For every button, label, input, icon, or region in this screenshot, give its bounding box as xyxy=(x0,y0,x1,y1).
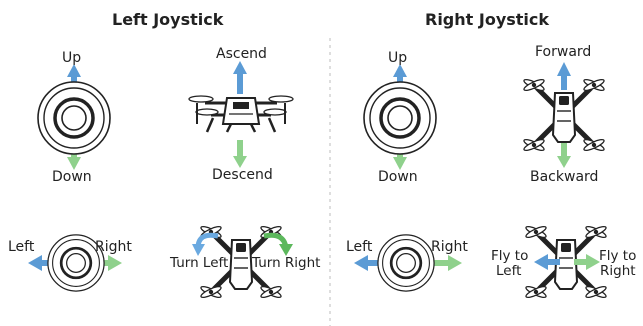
left-drone-ascend-label: Ascend xyxy=(216,46,267,62)
left-stick-right-label: Right xyxy=(95,239,132,255)
right-drone-strafe-icon xyxy=(525,225,607,300)
right-drone-vertical-icon xyxy=(523,62,605,168)
right-stick-down-label: Down xyxy=(378,169,418,185)
left-drone-turn-left-label: Turn Left xyxy=(170,256,228,270)
right-stick-up-label: Up xyxy=(388,50,407,66)
left-drone-vertical-icon xyxy=(189,61,293,168)
left-stick-up-label: Up xyxy=(62,50,81,66)
right-stick-right-label: Right xyxy=(431,239,468,255)
right-drone-fly-left-line1: Fly to xyxy=(491,249,528,263)
right-drone-fly-left-line2: Left xyxy=(496,264,521,278)
left-stick-down-label: Down xyxy=(52,169,92,185)
left-stick-vertical-icon xyxy=(38,64,110,170)
left-stick-left-label: Left xyxy=(8,239,34,255)
right-drone-backward-label: Backward xyxy=(530,169,598,185)
left-joystick-title: Left Joystick xyxy=(112,10,223,29)
right-drone-fly-right-line2: Right xyxy=(600,264,636,278)
right-joystick-title: Right Joystick xyxy=(425,10,549,29)
right-drone-forward-label: Forward xyxy=(535,44,591,60)
right-drone-fly-right-line1: Fly to xyxy=(599,249,636,263)
left-drone-turn-right-label: Turn Right xyxy=(252,256,320,270)
right-stick-vertical-icon xyxy=(364,64,436,170)
right-stick-left-label: Left xyxy=(346,239,372,255)
left-drone-descend-label: Descend xyxy=(212,167,273,183)
